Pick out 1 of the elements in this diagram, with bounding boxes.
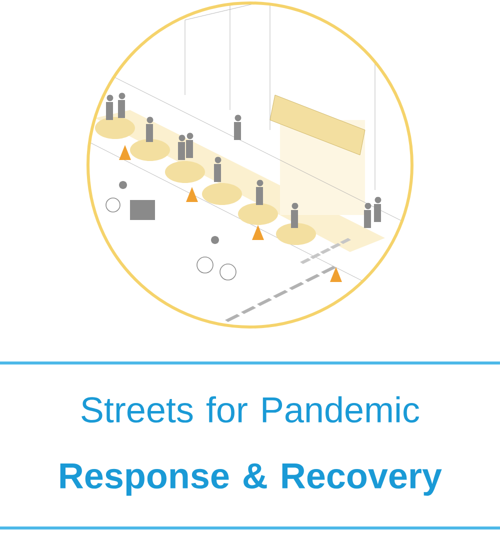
- title: Streets for Pandemic Response & Recovery: [60, 396, 442, 496]
